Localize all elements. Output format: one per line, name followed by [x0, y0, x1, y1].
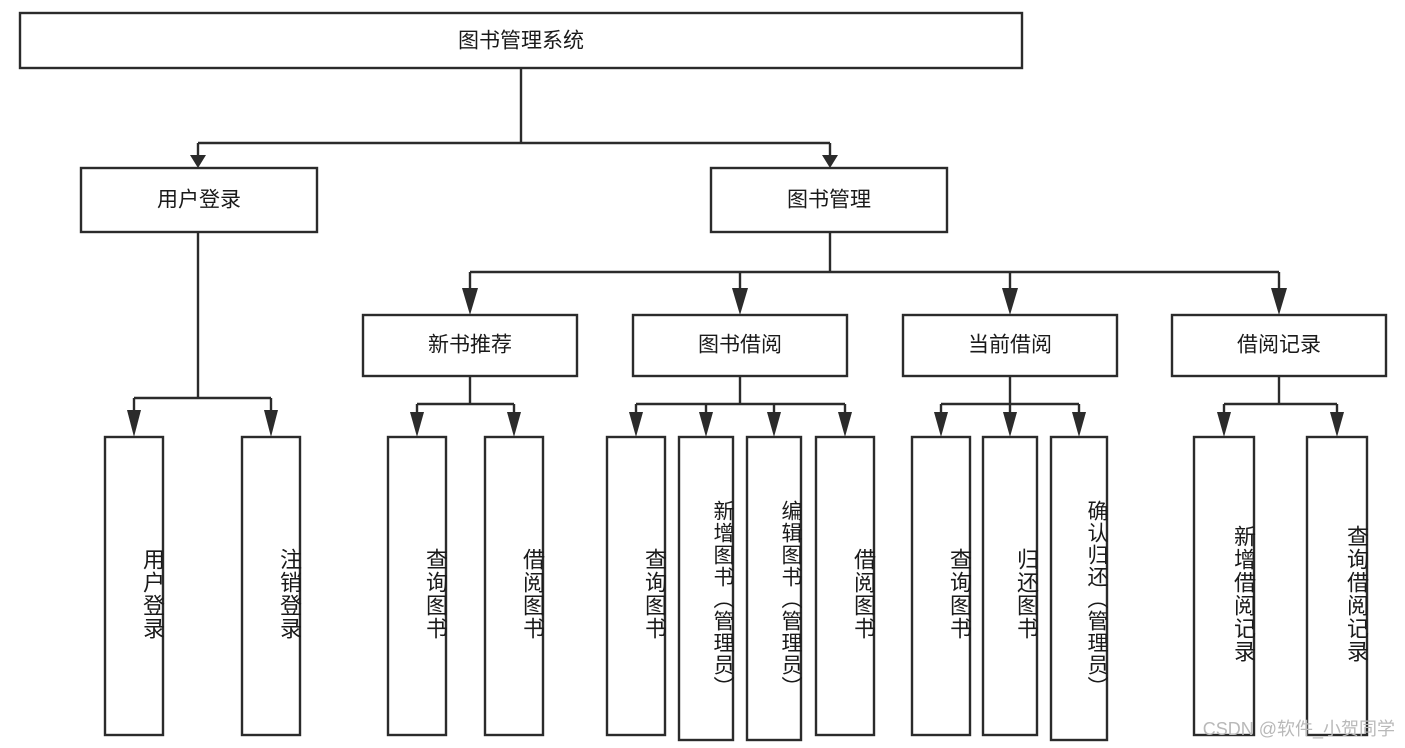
- arrow-head-bb-leaf-2: [699, 412, 713, 437]
- arrow-head-nb-leaf-1: [410, 412, 424, 437]
- node-label-book-borrow: 图书借阅: [698, 334, 782, 357]
- arrow-head-leaf-user-login: [127, 410, 141, 437]
- arrow-head-br-leaf-1: [1217, 412, 1231, 437]
- arrow-head-bb-leaf-3: [767, 412, 781, 437]
- node-box-current-borrow[interactable]: [901, 313, 1119, 378]
- node-box-leaf-bb-borrow-book[interactable]: [814, 435, 876, 737]
- arrow-head-borrow-record: [1271, 288, 1287, 315]
- arrow-head-book-manage: [822, 155, 838, 168]
- arrow-head-cb-leaf-1: [934, 412, 948, 437]
- node-label-user-login: 用户登录: [157, 189, 241, 212]
- csdn-watermark: CSDN @软件_小贺同学: [1202, 719, 1395, 739]
- arrow-head-bb-leaf-1: [629, 412, 643, 437]
- node-layer: 图书管理系统 用户登录 图书管理 新书推荐 图书借阅 当前借阅 借阅记录: [18, 11, 1388, 742]
- node-box-book-manage[interactable]: [709, 166, 949, 234]
- arrow-head-cb-leaf-2: [1003, 412, 1017, 437]
- node-label-book-manage: 图书管理: [787, 189, 871, 212]
- connector-layer: [127, 68, 1344, 437]
- node-box-leaf-bb-add-book[interactable]: [677, 435, 735, 742]
- arrow-head-user-login: [190, 155, 206, 168]
- node-label-borrow-record: 借阅记录: [1237, 334, 1321, 357]
- node-box-leaf-cb-confirm-return[interactable]: [1049, 435, 1109, 742]
- node-label-current-borrow: 当前借阅: [968, 334, 1052, 357]
- arrow-head-nb-leaf-2: [507, 412, 521, 437]
- node-box-leaf-bb-query-book[interactable]: [605, 435, 667, 737]
- node-box-leaf-cb-query-book[interactable]: [910, 435, 972, 737]
- node-box-leaf-cb-return-book[interactable]: [981, 435, 1039, 737]
- node-box-leaf-bb-edit-book[interactable]: [745, 435, 803, 742]
- node-box-leaf-user-login[interactable]: [103, 435, 165, 737]
- arrow-head-new-book: [462, 288, 478, 315]
- arrow-head-cb-leaf-3: [1072, 412, 1086, 437]
- node-box-user-login[interactable]: [79, 166, 319, 234]
- arrow-head-book-borrow: [732, 288, 748, 315]
- node-box-leaf-br-add-record[interactable]: [1192, 435, 1256, 737]
- node-box-leaf-nb-query-book[interactable]: [386, 435, 448, 737]
- arrow-head-leaf-logout: [264, 410, 278, 437]
- node-box-book-borrow[interactable]: [631, 313, 849, 378]
- node-box-root[interactable]: [18, 11, 1024, 70]
- arrow-head-bb-leaf-4: [838, 412, 852, 437]
- node-box-leaf-logout[interactable]: [240, 435, 302, 737]
- arrow-head-current-borrow: [1002, 288, 1018, 315]
- arrow-head-br-leaf-2: [1330, 412, 1344, 437]
- node-box-new-book-recommend[interactable]: [361, 313, 579, 378]
- node-label-new-book-recommend: 新书推荐: [428, 334, 512, 357]
- node-box-borrow-record[interactable]: [1170, 313, 1388, 378]
- node-box-leaf-nb-borrow-book[interactable]: [483, 435, 545, 737]
- node-box-leaf-br-query-record[interactable]: [1305, 435, 1369, 737]
- node-label-root: 图书管理系统: [458, 30, 584, 53]
